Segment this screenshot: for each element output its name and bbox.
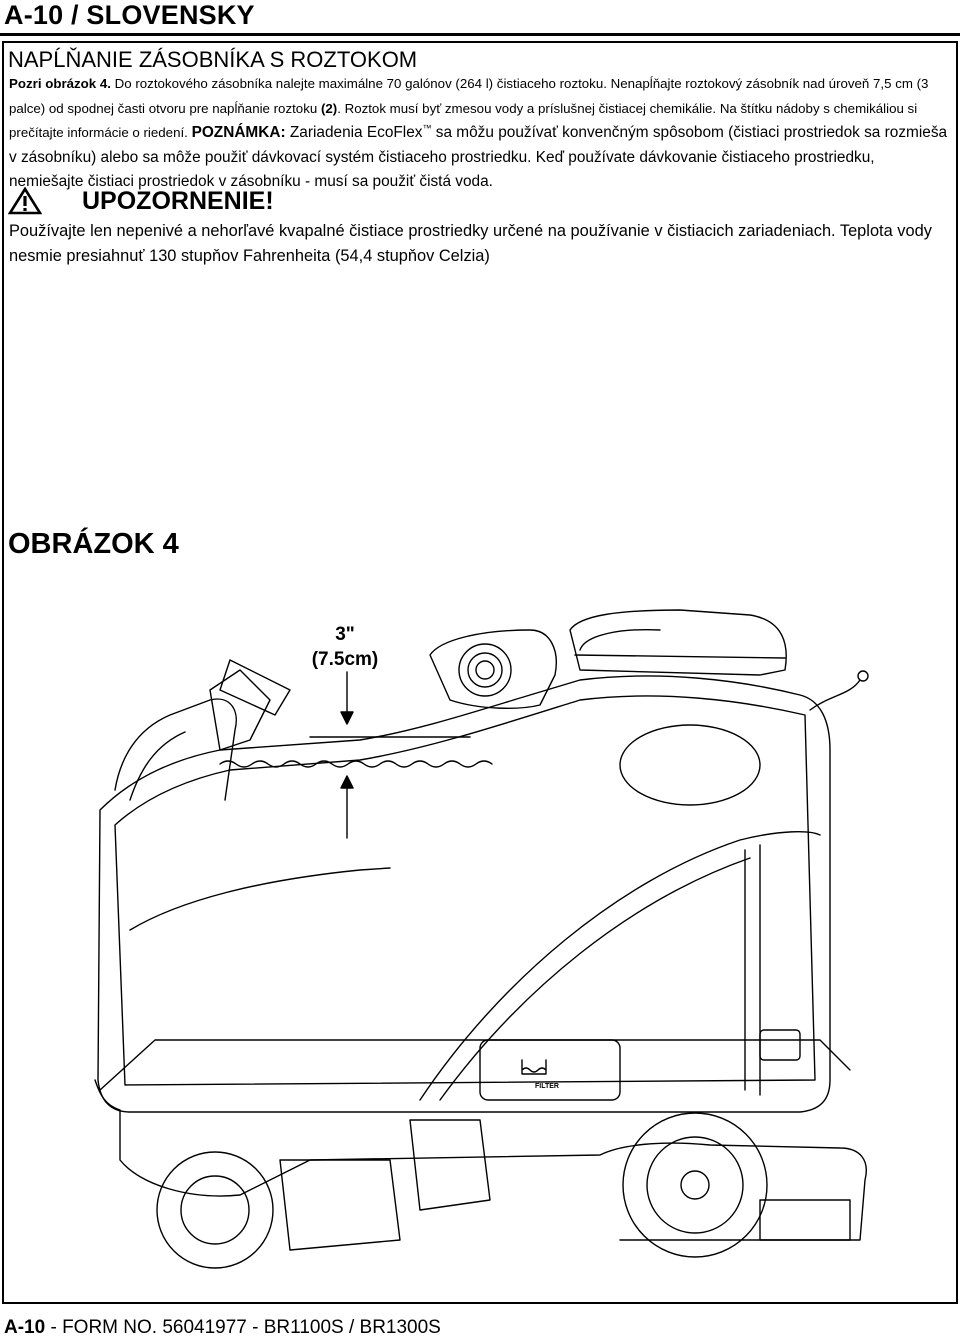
front-wheel-outer <box>156 1151 274 1269</box>
figure-reference: Pozri obrázok 4. <box>9 76 111 91</box>
figure-title: OBRÁZOK 4 <box>8 528 179 560</box>
header-rule <box>0 33 960 36</box>
rear-cover-band <box>574 654 786 659</box>
instruction-text-2: . Roztok musí byť zmesou vody a príslušn… <box>9 100 918 141</box>
dimension-arrow-up <box>340 775 354 789</box>
rear-wheel-hub <box>680 1170 710 1200</box>
callout-number: (2) <box>320 100 338 116</box>
fill-level-measurement: 3" (7.5cm) <box>300 622 390 672</box>
footer-page-number: A-10 <box>4 1317 46 1338</box>
page-header-title: A-10 / SLOVENSKY <box>4 0 255 30</box>
rear-access-panel <box>759 1029 801 1061</box>
chassis-panel <box>479 1039 621 1101</box>
tank-badge-oval <box>619 724 761 806</box>
instruction-paragraph: Pozri obrázok 4. Do roztokového zásobník… <box>9 72 951 195</box>
fill-port-housing <box>429 629 557 709</box>
squeegee-block <box>759 1199 851 1241</box>
page-footer: A-10 - FORM NO. 56041977 - BR1100S / BR1… <box>4 1317 441 1339</box>
machine-illustration: FILTER <box>94 609 869 1269</box>
warning-title: UPOZORNENIE! <box>82 187 274 215</box>
rear-cover <box>569 609 787 676</box>
footer-form-number: - FORM NO. 56041977 - BR1100S / BR1300S <box>45 1317 441 1338</box>
chassis-lower-frame <box>94 1079 867 1241</box>
measurement-inches: 3" <box>335 624 355 645</box>
fill-port-opening-core <box>475 660 495 680</box>
tank-front-curve <box>129 867 391 931</box>
filter-panel-label: FILTER <box>535 1083 559 1090</box>
dimension-arrow-down <box>340 711 354 725</box>
warning-triangle-icon <box>8 187 42 215</box>
solution-tank-outline <box>97 675 831 1113</box>
note-text-1: Zariadenia EcoFlex <box>285 124 423 141</box>
water-surface-wave <box>219 760 493 768</box>
hose-end <box>857 670 869 682</box>
brush-housing <box>279 1159 401 1251</box>
steering-plate <box>219 659 291 716</box>
steering-column <box>209 669 271 751</box>
instruction-text-1: Do roztokového zásobníka nalejte maximál… <box>9 76 929 116</box>
rear-wheel-rim <box>646 1136 744 1234</box>
tank-side-panel-inner <box>439 857 751 1101</box>
trademark-symbol: ™ <box>422 122 432 133</box>
content-frame <box>2 41 958 1304</box>
warning-text: Používajte len nepenivé a nehorľavé kvap… <box>9 222 932 265</box>
note-text-2: sa môžu používať konvenčným spôsobom (či… <box>9 124 948 190</box>
measurement-cm: (7.5cm) <box>311 649 379 670</box>
fill-port-opening-inner <box>467 652 503 688</box>
tank-side-panel <box>419 831 821 1101</box>
brush-mechanism <box>409 1119 491 1211</box>
rear-wheel-outer <box>622 1112 768 1258</box>
fill-port-opening <box>458 643 512 697</box>
seat-inner <box>129 731 186 801</box>
tank-inner-contour <box>114 695 816 1086</box>
filter-panel-icon <box>521 1059 547 1075</box>
rear-cover-dome <box>579 628 661 651</box>
note-label: POZNÁMKA: <box>191 124 286 141</box>
hose-cable <box>809 679 861 711</box>
section-title: NAPĹŇANIE ZÁSOBNÍKA S ROZTOKOM <box>8 47 418 72</box>
seat-outline <box>114 698 237 801</box>
front-wheel-inner <box>180 1175 250 1245</box>
